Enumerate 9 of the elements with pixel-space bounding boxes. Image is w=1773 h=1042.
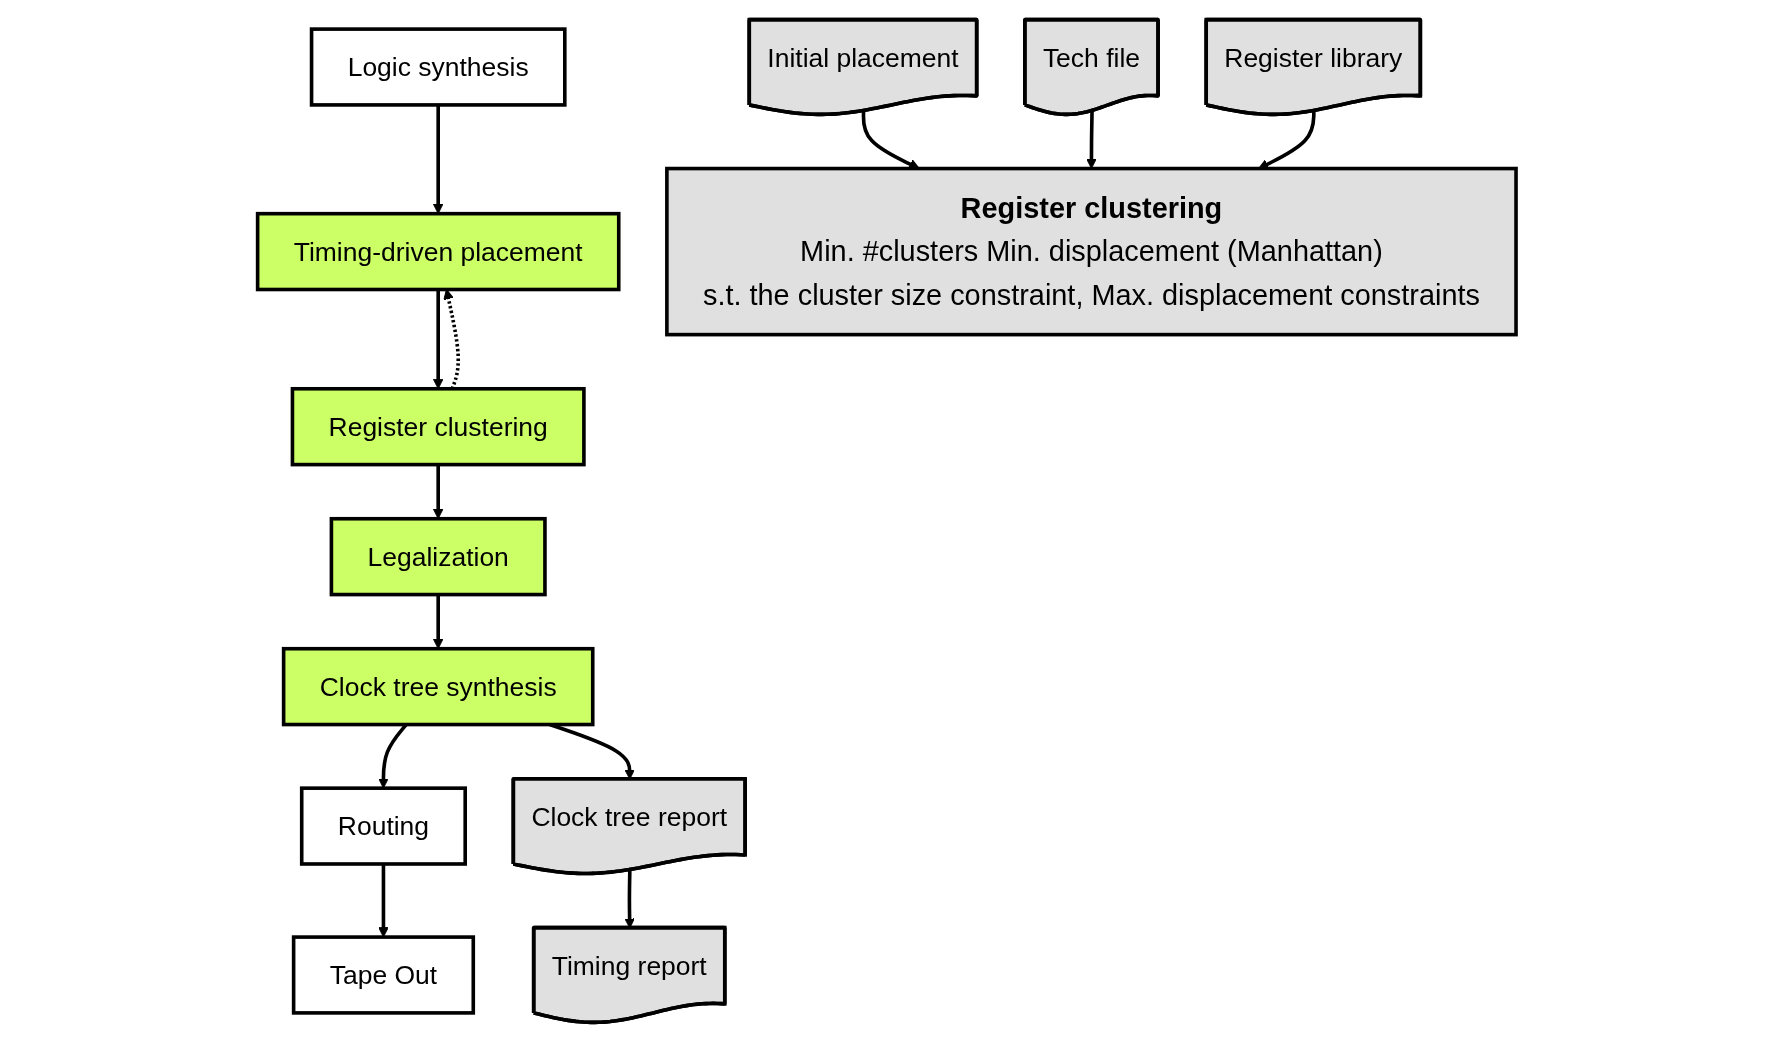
arrow: [377, 864, 389, 938]
node-box: Tape Out: [291, 935, 475, 1015]
node-box: Legalization: [329, 516, 547, 597]
node-box: Logic synthesis: [309, 27, 567, 107]
node-box: Register clustering: [290, 386, 586, 467]
node-box: Routing: [299, 786, 467, 866]
node-box: Timing-driven placement: [255, 211, 621, 292]
node-box: Clock tree synthesis: [281, 646, 595, 727]
node-box: Register clustering Min. #clusters Min. displacement (Manhattan) s.t. the cluster size constraint, Max. displacement constraints: [664, 166, 1518, 337]
